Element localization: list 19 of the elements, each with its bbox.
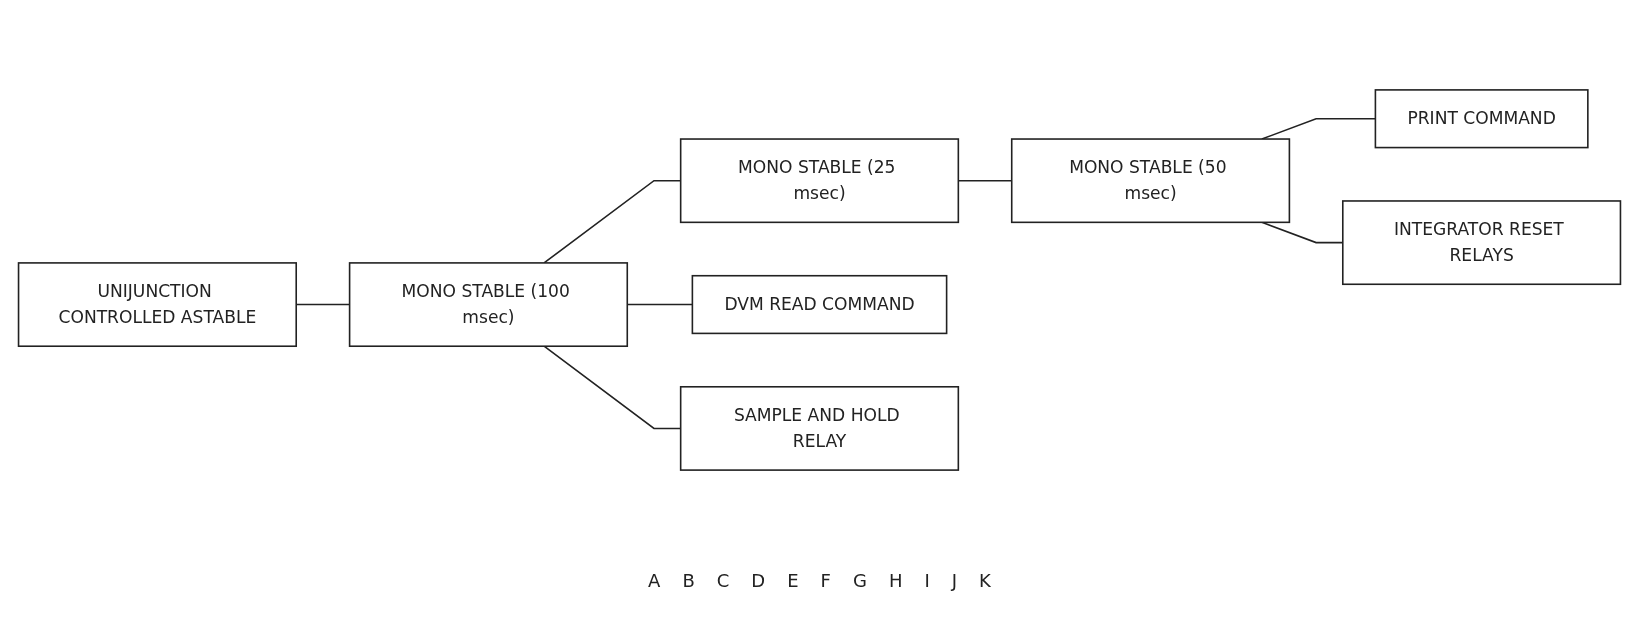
pin-label: K	[979, 570, 991, 591]
node-box: MONO STABLE (50 msec)	[1010, 138, 1291, 224]
node-box: INTEGRATOR RESET RELAYS	[1342, 200, 1622, 286]
node-box: MONO STABLE (25 msec)	[679, 138, 960, 224]
pin-label: I	[924, 570, 930, 591]
pin-label: J	[951, 570, 958, 591]
pin-label: G	[852, 570, 867, 591]
pin-label: F	[820, 570, 831, 591]
node-box: MONO STABLE (100 msec)	[348, 262, 629, 347]
pin-label: E	[787, 570, 799, 591]
pin-label: B	[682, 570, 695, 591]
node-box: SAMPLE AND HOLD RELAY	[679, 386, 960, 471]
node-box: PRINT COMMAND	[1374, 89, 1589, 149]
node-box: DVM READ COMMAND	[691, 274, 948, 335]
pin-label: D	[751, 570, 766, 591]
pin-label: A	[648, 570, 661, 591]
node-box: UNIJUNCTION CONTROLLED ASTABLE	[17, 262, 297, 347]
pin-label: H	[888, 570, 903, 591]
pin-label: C	[716, 570, 730, 591]
